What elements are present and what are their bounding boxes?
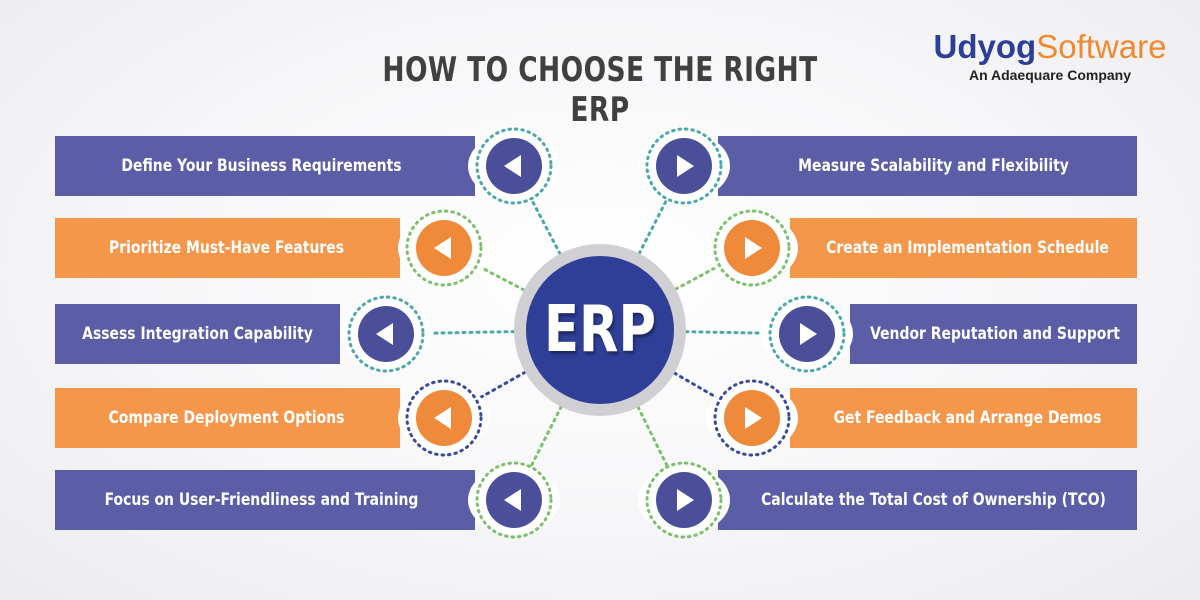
connector-right-4 — [672, 371, 723, 402]
bar-label-left-4: Compare Deployment Options — [108, 408, 345, 428]
arrow-right-icon-2 — [745, 237, 762, 259]
dotted-ring-right-2 — [713, 209, 791, 287]
dotted-ring-left-5 — [475, 461, 553, 539]
connector-left-3 — [420, 330, 516, 335]
bar-left-3 — [55, 304, 340, 364]
connector-left-5 — [528, 405, 563, 470]
connectors — [420, 196, 773, 470]
arrow-left-icon-3 — [376, 323, 393, 345]
arrow-right-icon-4 — [745, 407, 762, 429]
arrow-left-icon-1 — [504, 155, 521, 177]
arrow-left-icon-2 — [434, 237, 451, 259]
arrow-left-icon-5 — [504, 489, 521, 511]
bar-right-5 — [718, 470, 1137, 530]
bar-right-3 — [850, 304, 1137, 364]
bar-left-5 — [55, 470, 475, 530]
bar-label-left-2: Prioritize Must-Have Features — [108, 238, 345, 258]
dotted-ring-left-2 — [405, 209, 483, 287]
bar-right-4 — [790, 388, 1137, 448]
arrow-right-icon-1 — [677, 155, 694, 177]
connector-left-1 — [529, 196, 562, 256]
arrow-right-icon-5 — [677, 489, 694, 511]
brand-logo: UdyogSoftware An Adaequare Company — [930, 30, 1170, 83]
logo-brand-part2: Software — [1036, 28, 1167, 65]
logo-tagline: An Adaequare Company — [968, 67, 1132, 83]
dotted-ring-right-4 — [713, 379, 791, 457]
dotted-ring-left-4 — [405, 379, 483, 457]
connector-left-4 — [473, 370, 527, 402]
bar-label-left-1: Define Your Business Requirements — [121, 156, 402, 176]
connector-right-5 — [636, 405, 670, 470]
hub-core — [526, 256, 674, 404]
bar-right-2 — [790, 218, 1137, 278]
bar-label-left-5: Focus on User-Friendliness and Training — [104, 490, 419, 510]
arrow-left-icon-4 — [434, 407, 451, 429]
bar-label-left-3: Assess Integration Capability — [82, 324, 313, 344]
dotted-ring-right-5 — [645, 461, 723, 539]
bar-left-4 — [55, 388, 400, 448]
logo-brand-part1: Udyog — [933, 28, 1037, 65]
dotted-ring-right-1 — [645, 127, 723, 205]
connector-right-2 — [674, 263, 722, 291]
bar-label-right-4: Get Feedback and Arrange Demos — [833, 408, 1102, 428]
bar-label-right-1: Measure Scalability and Flexibility — [798, 156, 1069, 176]
bar-right-1 — [718, 136, 1137, 196]
dotted-ring-left-1 — [475, 127, 553, 205]
connector-right-1 — [637, 196, 670, 255]
arrow-right-icon-3 — [800, 323, 817, 345]
erp-hub — [514, 244, 686, 416]
connector-left-2 — [474, 263, 526, 292]
bar-label-right-2: Create an Implementation Schedule — [826, 238, 1109, 258]
hub-label: ERP — [544, 293, 656, 367]
bar-label-right-3: Vendor Reputation and Support — [870, 324, 1120, 344]
bar-label-right-5: Calculate the Total Cost of Ownership (T… — [761, 490, 1106, 510]
dotted-ring-left-3 — [347, 295, 425, 373]
circles — [347, 127, 846, 539]
connector-right-3 — [684, 330, 773, 335]
dotted-ring-right-3 — [768, 295, 846, 373]
bar-left-2 — [55, 218, 400, 278]
bar-left-1 — [55, 136, 475, 196]
page-title: HOW TO CHOOSE THE RIGHT ERP — [382, 50, 818, 130]
